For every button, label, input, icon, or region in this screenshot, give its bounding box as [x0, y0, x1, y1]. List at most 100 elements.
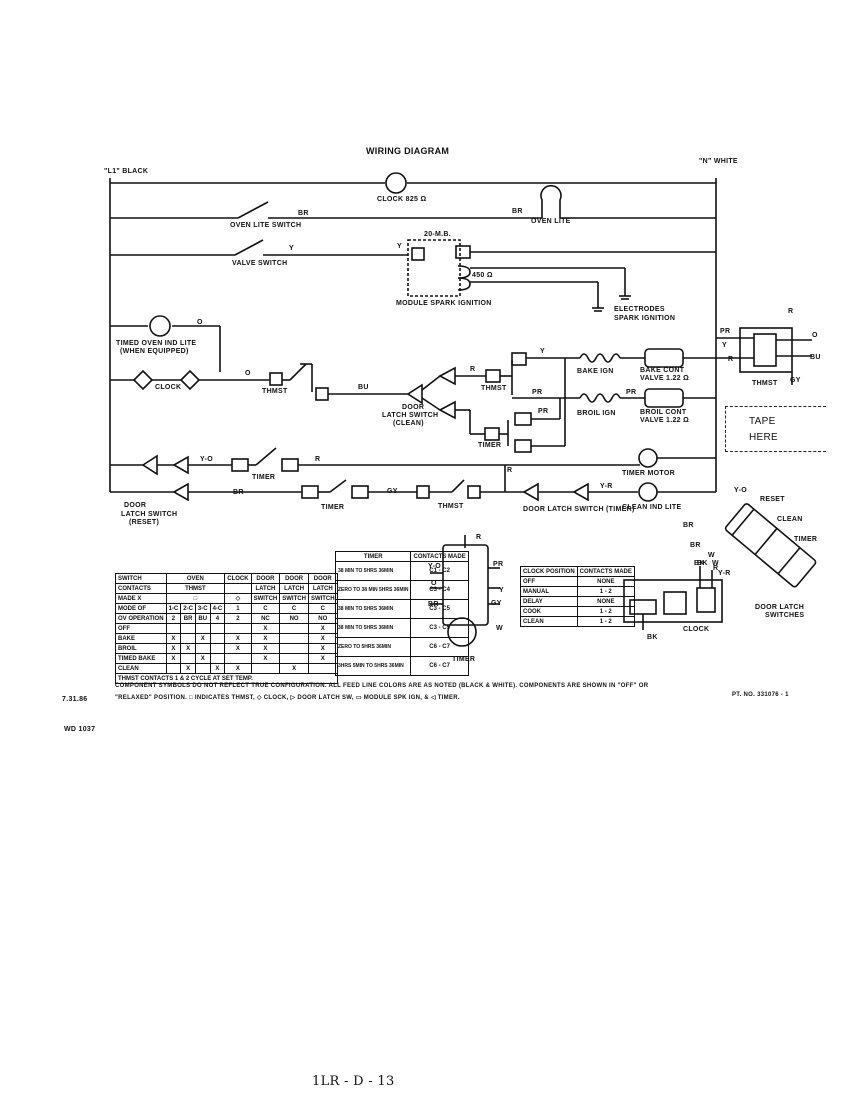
thmst-gy-label: GY: [790, 377, 801, 384]
y-label-2: Y: [397, 243, 402, 250]
timer-label-1: TIMER: [478, 442, 502, 449]
clean-ind-lite-symbol: [638, 482, 658, 502]
yo-label-1: Y-O: [200, 456, 213, 463]
w-r-label: W: [708, 552, 715, 559]
w-c-label: W: [712, 560, 719, 567]
bk-c-label: BK: [694, 560, 705, 567]
yo-r-label: Y-O: [734, 487, 747, 494]
oven-lite-bulb: [540, 184, 562, 218]
bake-valve-label-2: VALVE 1.22 Ω: [640, 375, 690, 382]
br-label-3: BR: [233, 489, 244, 496]
clean-label: CLEAN: [777, 516, 803, 523]
broil-valve-label-2: VALVE 1.22 Ω: [640, 417, 690, 424]
door-latch-clean-label-3: (CLEAN): [393, 420, 424, 427]
handwritten-note: 1LR - D - 13: [312, 1074, 395, 1089]
tape-label-2: HERE: [749, 432, 778, 443]
bake-valve-symbol: [644, 348, 684, 368]
diagram-title: WIRING DIAGRAM: [366, 146, 450, 156]
w-d-label: W: [496, 625, 503, 632]
clock-motor-label: CLOCK 825 Ω: [377, 196, 427, 203]
wd-label: WD 1037: [64, 726, 96, 733]
r-label-2: R: [315, 456, 321, 463]
y-label-3: Y: [540, 348, 545, 355]
thmst-o-label: O: [812, 332, 818, 339]
clock-d-label: CLOCK: [683, 626, 710, 633]
spark-module-box: [407, 239, 461, 297]
thmst-r-label: R: [728, 356, 734, 363]
timer-motor-symbol: [638, 448, 658, 468]
gy-label-1: GY: [387, 488, 398, 495]
br-r-label-2: BR: [690, 542, 701, 549]
r-r-label: R: [713, 565, 719, 572]
yr-label-1: Y-R: [600, 483, 613, 490]
l1-label: "L1" BLACK: [104, 168, 149, 175]
door-latch-reset-label-3: (RESET): [129, 519, 160, 526]
oven-lite-switch-label: OVEN LITE SWITCH: [230, 222, 302, 229]
thmst-r-label-2: R: [788, 308, 794, 315]
table-row: THMST CONTACTS 1 & 2 CYCLE AT SET TEMP.: [115, 673, 338, 684]
pr-d-label: PR: [493, 561, 504, 568]
clock-contact-2: [179, 369, 201, 391]
timer-label-3: TIMER: [321, 504, 345, 511]
pr-label-1: PR: [532, 389, 543, 396]
thmst-y-label: Y: [722, 342, 727, 349]
thmst-label-4: THMST: [438, 503, 464, 510]
br-label-2: BR: [512, 208, 523, 215]
clock-label: CLOCK: [155, 384, 182, 391]
component-note: COMPONENT SYMBOLS DO NOT REFLECT TRUE CO…: [115, 683, 649, 689]
clock-contact-1: [132, 369, 154, 391]
timer-r-label: TIMER: [794, 536, 818, 543]
bk-c-label-2: BK: [647, 634, 658, 641]
door-latch-sw-label-2: SWITCHES: [765, 612, 805, 619]
tape-label: TAPE: [749, 416, 776, 427]
timer-motor-label: TIMER MOTOR: [622, 470, 675, 477]
broil-valve-label: BROIL CONT: [640, 409, 687, 416]
reset-label: RESET: [760, 496, 785, 503]
bk-r-label: BK: [697, 560, 708, 567]
electrodes-label-2: SPARK IGNITION: [614, 315, 676, 322]
thmst-block-label: THMST: [752, 380, 778, 387]
timer-label-2: TIMER: [252, 474, 276, 481]
n-label: "N" WHITE: [699, 158, 738, 165]
bu-label: BU: [358, 384, 369, 391]
thmst-bu-label: BU: [810, 354, 821, 361]
thmst-label-2: THMST: [481, 385, 507, 392]
gy-d-label: GY: [491, 600, 502, 607]
date-label: 7.31.86: [62, 696, 88, 703]
door-latch-clean-label-2: LATCH SWITCH: [382, 412, 439, 419]
door-latch-clean-label: DOOR: [402, 404, 425, 411]
broil-valve-symbol: [644, 388, 684, 408]
res-450-label: 450 Ω: [472, 272, 493, 279]
clean-ind-label: CLEAN IND LITE: [622, 504, 682, 511]
thmst-pr-label: PR: [720, 328, 731, 335]
timed-oven-lite-symbol: [149, 315, 171, 337]
oven-lite-label: OVEN LITE: [531, 218, 571, 225]
door-latch-timer-label: DOOR LATCH SWITCH (TIMER): [523, 506, 635, 513]
spark-res-label: 20-M.B.: [424, 231, 451, 238]
bake-valve-label: BAKE CONT: [640, 367, 685, 374]
thmst-label-1: THMST: [262, 388, 288, 395]
tape-here-box: [725, 406, 826, 452]
